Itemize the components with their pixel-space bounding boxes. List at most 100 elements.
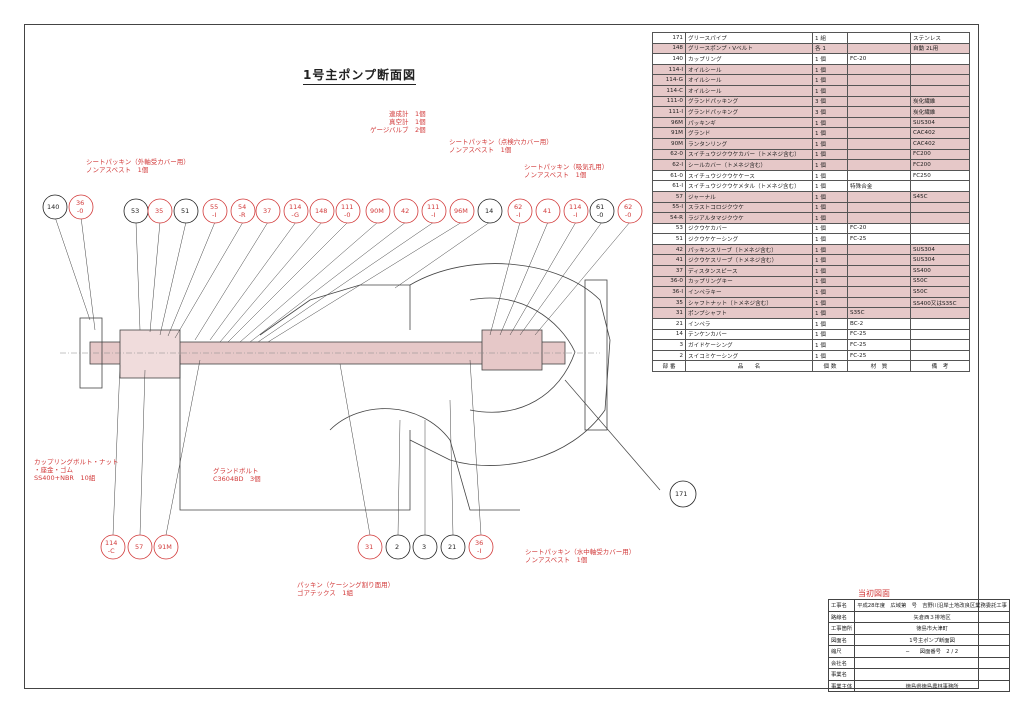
cell-qty: 1 個 — [812, 116, 848, 129]
callout-36-0: 36 -0 — [76, 199, 85, 215]
cell-mat: FC-25 — [847, 349, 911, 362]
cell-name: ラジアルタマジクウケ — [685, 212, 813, 224]
title-block-key: 工事名 — [827, 599, 856, 612]
cell-qty: 1 個 — [812, 212, 848, 224]
cell-name: ジクウケスリーブ（トメネジ含む） — [685, 254, 813, 267]
callout-55-I: 55 -I — [210, 203, 219, 219]
cell-no: 41 — [652, 254, 686, 267]
cell-qty: 1 個 — [812, 190, 848, 203]
cell-no: 14 — [652, 328, 686, 341]
cell-name: オイルシール — [685, 74, 813, 86]
cell-no: 36-0 — [652, 275, 686, 288]
cell-mat — [847, 84, 911, 97]
title-block-row: 工事箇所徳島市大津町 — [827, 622, 1010, 635]
cell-qty: 1 個 — [812, 148, 848, 161]
callout-90M: 90M — [370, 207, 384, 215]
callout-31: 31 — [365, 543, 374, 551]
title-block-key: 会社名 — [827, 656, 856, 669]
cell-name: シャフトナット（トメネジ含む） — [685, 296, 813, 309]
cell-no: 51 — [652, 233, 686, 245]
callout-circles-bottom — [100, 480, 697, 560]
cell-name: オイルシール — [685, 84, 813, 97]
title-block-value: 徳島市大津町 — [854, 622, 1010, 635]
title-block-value: 徳島県徳島農林事務所 — [854, 679, 1010, 692]
note-seal-outer-bearing: シートパッキン（外軸受カバー用） ノンアスベスト 1個 — [86, 158, 190, 174]
title-block-value: 平成28年度 広域第 号 吉野川沿岸土地改良区業務委託工事 — [854, 599, 1010, 612]
cell-name: カップリングキー — [685, 275, 813, 288]
callout-114-G: 114 -G — [289, 203, 302, 219]
drawing-title: 1号主ポンプ断面図 — [303, 66, 416, 85]
cell-qty: 1 個 — [812, 63, 848, 76]
callout-21: 21 — [448, 543, 457, 551]
callout-111-I: 111 -I — [427, 203, 440, 219]
cell-mat: FC-20 — [847, 53, 911, 65]
title-block-row: 事業主体徳島県徳島農林事務所 — [827, 679, 1010, 692]
callout-96M: 96M — [454, 207, 468, 215]
cell-mat — [847, 137, 911, 150]
cell-qty: 3 個 — [812, 95, 848, 108]
cell-qty: 3 個 — [812, 106, 848, 118]
callout-61-0: 61 -0 — [596, 203, 605, 219]
cell-name: スイチュウジクウケメタル（トメネジ含む） — [685, 180, 813, 192]
cell-name: カップリング — [685, 53, 813, 65]
flange-right — [584, 279, 608, 431]
cell-name: インペラキー — [685, 286, 813, 298]
cell-no: 3 — [652, 339, 686, 351]
cell-mat — [847, 190, 911, 203]
callout-111-0: 111 -0 — [341, 203, 354, 219]
cell-qty: 各 1 — [812, 42, 848, 55]
cell-qty: 1 個 — [812, 137, 848, 150]
title-block-key: 縮尺 — [827, 645, 856, 658]
cell-no: 62-I — [652, 159, 686, 171]
drawing-frame — [24, 24, 979, 689]
title-block-row: 縮尺─ 図面番号 2 / 2 — [827, 645, 1010, 658]
cell-note: SS400又はS35C — [910, 296, 970, 309]
cell-name: パッキンギ — [685, 116, 813, 129]
cell-no: 90M — [652, 137, 686, 150]
cell-name: スイコミケーシング — [685, 349, 813, 362]
cell-no: 96M — [652, 116, 686, 129]
callout-41: 41 — [543, 207, 552, 215]
cell-mat: S35C — [847, 307, 911, 320]
callout-14: 14 — [485, 207, 494, 215]
cell-no: 42 — [652, 243, 686, 256]
callout-57: 57 — [135, 543, 144, 551]
cell-name: グリースポンプ・Vベルト — [685, 42, 813, 55]
callout-114-C: 114 -C — [105, 539, 118, 555]
cell-no: 111-I — [652, 106, 686, 118]
cell-qty: 1 個 — [812, 180, 848, 192]
cell-qty: 1 個 — [812, 307, 848, 320]
callout-140: 140 — [47, 203, 60, 211]
cell-qty: 1 個 — [812, 286, 848, 298]
cell-mat: FC-25 — [847, 339, 911, 351]
cell-qty: 1 個 — [812, 127, 848, 139]
pedestal — [179, 355, 411, 511]
note-seal-water-bearing: シートパッキン（水中軸受カバー用） ノンアスベスト 1個 — [525, 548, 636, 564]
cell-mat — [847, 201, 911, 214]
cell-no: 53 — [652, 222, 686, 235]
cell-mat: FC-20 — [847, 222, 911, 235]
cell-note — [910, 222, 970, 235]
cell-no: 62-0 — [652, 148, 686, 161]
cell-no: 148 — [652, 42, 686, 55]
impeller — [469, 297, 576, 413]
cell-name: シールカバー（トメネジ含む） — [685, 159, 813, 171]
cell-no: 61-0 — [652, 169, 686, 182]
callout-circles-top — [42, 194, 643, 224]
cell-mat — [847, 116, 911, 129]
